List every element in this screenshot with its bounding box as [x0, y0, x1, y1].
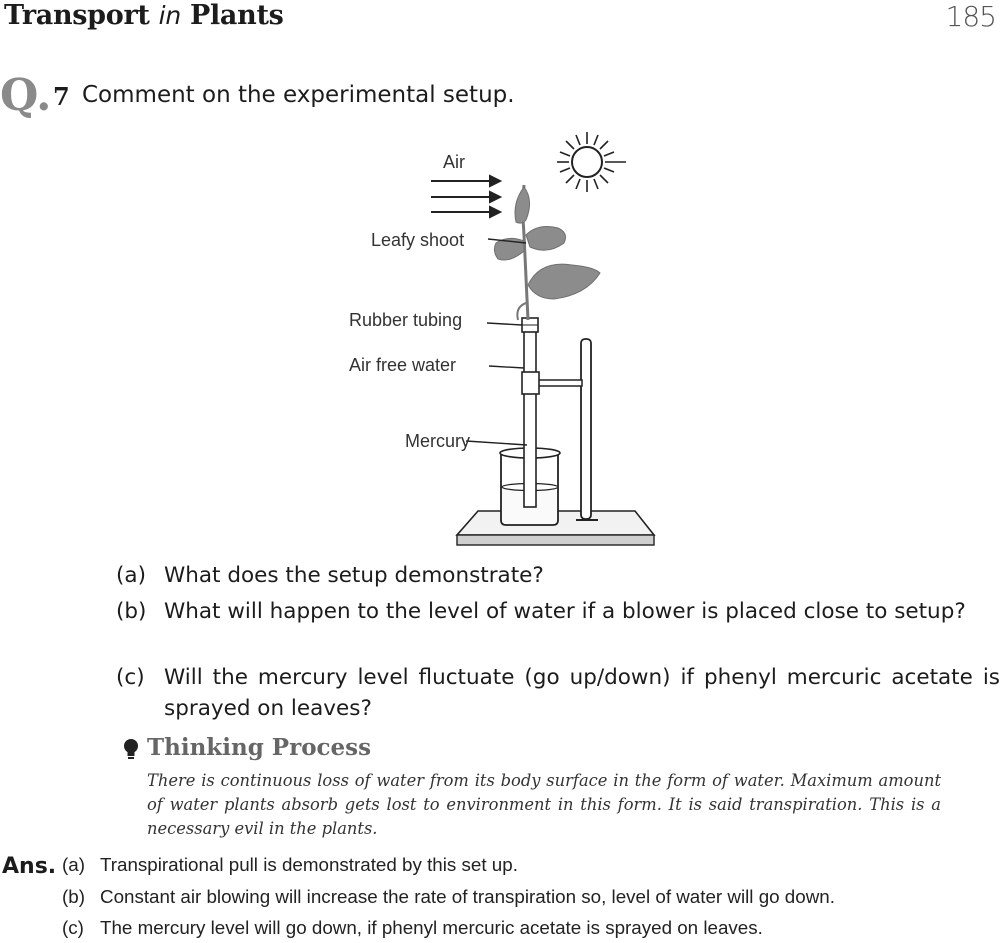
answer-item-b: (b) Constant air blowing will increase th…	[62, 886, 835, 908]
thinking-process-body: There is continuous loss of water from i…	[147, 771, 941, 838]
answer-label: Ans.	[2, 854, 57, 879]
title-part-1: Transport	[4, 0, 159, 31]
label-air: Air	[443, 152, 465, 172]
sub-question-label: (b)	[116, 599, 147, 624]
sub-question-label: (c)	[116, 665, 145, 690]
glass-tube	[521, 317, 540, 508]
answer-item-text: The mercury level will go down, if pheny…	[100, 917, 763, 938]
answer-item-label: (b)	[62, 886, 85, 907]
title-part-2: in	[158, 1, 182, 30]
pointer-lines	[465, 238, 528, 446]
page-title: Transport in Plants	[4, 0, 284, 31]
label-leafy-shoot: Leafy shoot	[371, 230, 464, 250]
label-mercury: Mercury	[405, 431, 470, 451]
answer-item-text: Transpirational pull is demonstrated by …	[100, 854, 518, 875]
retort-stand	[537, 338, 598, 521]
answer-item-a: (a) Transpirational pull is demonstrated …	[62, 854, 518, 876]
sub-question-a: (a) What does the setup demonstrate?	[116, 560, 1000, 591]
leafy-shoot	[493, 184, 601, 321]
air-arrows	[431, 174, 503, 219]
sub-question-text: Will the mercury level fluctuate (go up/…	[164, 665, 1000, 721]
answer-item-c: (c) The mercury level will go down, if ph…	[62, 917, 763, 939]
sub-question-label: (a)	[116, 563, 146, 588]
sub-question-c: (c) Will the mercury level fluctuate (go…	[116, 662, 1000, 724]
sub-question-b: (b) What will happen to the level of wat…	[116, 596, 1000, 627]
label-rubber-tubing: Rubber tubing	[349, 310, 462, 330]
page-number: 185	[945, 0, 997, 33]
title-part-3: Plants	[180, 0, 284, 31]
sun-icon	[557, 132, 626, 192]
question-text: Comment on the experimental setup.	[82, 82, 515, 108]
sub-question-text: What does the setup demonstrate?	[164, 563, 544, 588]
label-air-free-water: Air free water	[349, 355, 456, 375]
question-number: 7	[53, 82, 70, 111]
answer-item-text: Constant air blowing will increase the r…	[100, 886, 835, 907]
thinking-process-title: Thinking Process	[147, 734, 372, 761]
question-marker: Q.	[0, 70, 52, 121]
answer-item-label: (c)	[62, 917, 84, 938]
sub-question-text: What will happen to the level of water i…	[164, 599, 966, 624]
bulb-icon	[124, 739, 138, 759]
experiment-figure: Air Leafy shoot Rubber tubi	[349, 132, 656, 546]
answer-item-label: (a)	[62, 854, 85, 875]
